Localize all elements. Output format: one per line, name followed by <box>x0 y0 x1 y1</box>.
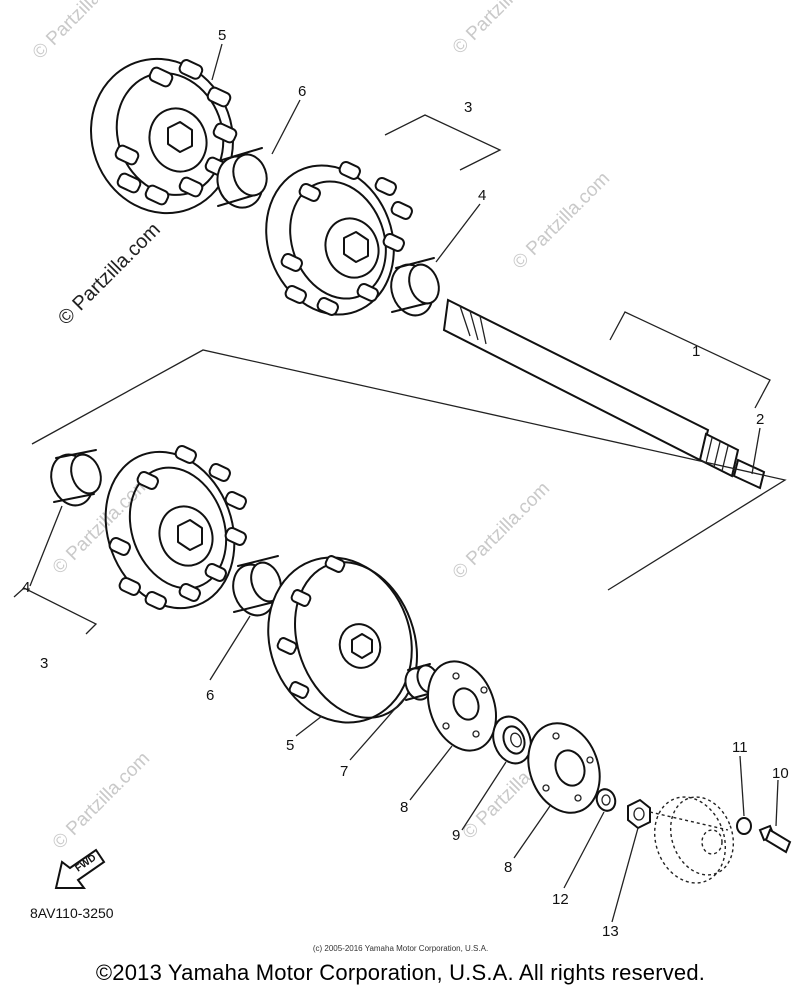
watermark: © Partzilla.com <box>29 0 134 64</box>
callout-10: 10 <box>772 765 789 782</box>
assembly-guide-lines <box>13 114 787 635</box>
callout-1: 1 <box>692 343 700 360</box>
watermark: © Partzilla.com <box>49 748 154 853</box>
callout-8-left: 8 <box>400 799 408 816</box>
drive-shaft <box>442 298 766 490</box>
bearing <box>492 715 532 765</box>
callout-2: 2 <box>756 411 764 428</box>
callout-6-top: 6 <box>298 83 306 100</box>
flange-plate-left <box>427 660 497 752</box>
idler-wheel <box>267 555 418 724</box>
washer <box>595 788 617 812</box>
bolt <box>758 824 792 854</box>
sprocket-wheel-top <box>90 57 238 215</box>
watermark: © Partzilla.com <box>449 0 554 59</box>
callout-11: 11 <box>732 739 748 756</box>
callout-4-lower: 4 <box>22 579 30 596</box>
small-copyright: (c) 2005-2016 Yamaha Motor Corporation, … <box>312 944 489 953</box>
sprocket-wheel-lower <box>104 444 247 610</box>
callout-6-lower: 6 <box>206 687 214 704</box>
watermark: © Partzilla.com <box>509 168 614 273</box>
callout-8-right: 8 <box>504 859 512 876</box>
collar-top <box>390 257 440 317</box>
nut <box>627 798 651 830</box>
callout-9: 9 <box>452 827 460 844</box>
watermark-dark: © Partzilla.com <box>54 219 165 330</box>
leader-lines <box>29 43 779 923</box>
callout-5-top: 5 <box>218 27 226 44</box>
callouts: 5 6 3 4 1 2 4 3 6 5 7 8 9 8 12 13 11 10 <box>22 27 789 940</box>
forward-arrow: FWD <box>54 848 106 889</box>
callout-4-top: 4 <box>478 187 486 204</box>
callout-3-lower: 3 <box>40 655 48 672</box>
lock-washer <box>736 817 752 835</box>
callout-3-top: 3 <box>464 99 472 116</box>
sprocket-wheel-center <box>265 160 413 316</box>
collar-lower <box>50 449 102 507</box>
spacer-collar-lower <box>232 555 282 617</box>
spacer-collar-top <box>216 147 268 209</box>
part-code-label: 8AV110-3250 <box>30 905 114 921</box>
callout-13: 13 <box>602 923 619 940</box>
main-copyright: ©2013 Yamaha Motor Corporation, U.S.A. A… <box>95 960 706 985</box>
callout-5-lower: 5 <box>286 737 294 754</box>
hub-dashed <box>649 796 735 884</box>
watermark: © Partzilla.com <box>449 478 554 583</box>
callout-7: 7 <box>340 763 348 780</box>
flange-plate-right <box>527 722 601 814</box>
callout-12: 12 <box>552 891 569 908</box>
